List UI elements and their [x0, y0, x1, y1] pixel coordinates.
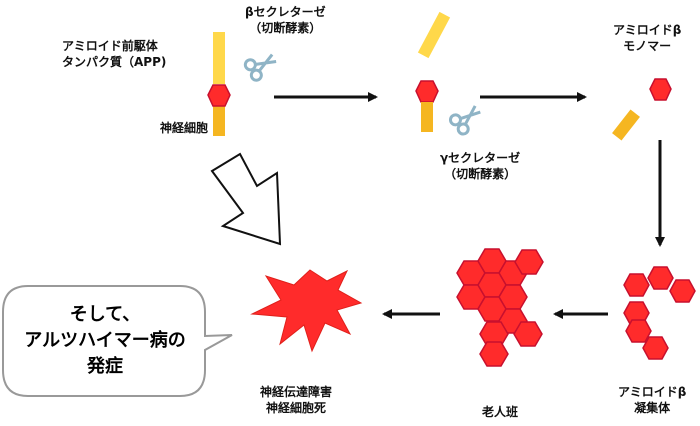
- monomer-label: アミロイドβ モノマー: [613, 23, 682, 53]
- neuron-label: 神経細胞: [160, 121, 209, 135]
- senile-plaque: [456, 248, 544, 367]
- amyloid-beta-monomer: [612, 78, 672, 141]
- app-label: アミロイド前駆体 タンパク質（APP): [62, 39, 167, 69]
- beta-cut-fragment: [415, 11, 451, 132]
- plaque-label: 老人班: [482, 405, 519, 419]
- gamma-secretase-label: γセクレターゼ （切断酵素）: [440, 151, 521, 181]
- bubble-text: そして、 アルツハイマー病の 発症: [24, 304, 186, 377]
- hollow-arrow: [210, 152, 282, 246]
- speech-bubble: [2, 285, 233, 397]
- scissors-icon: [448, 105, 481, 136]
- aggregate-label: アミロイドβ 凝集体: [618, 385, 687, 415]
- scissors-icon: [243, 53, 277, 82]
- app-protein: [207, 32, 231, 136]
- amyloid-beta-aggregate: [623, 266, 696, 360]
- beta-secretase-label: βセクレターゼ （切断酵素）: [245, 5, 326, 35]
- damage-label: 神経伝達障害 神経細胞死: [260, 385, 333, 415]
- damage-starburst: [250, 269, 363, 353]
